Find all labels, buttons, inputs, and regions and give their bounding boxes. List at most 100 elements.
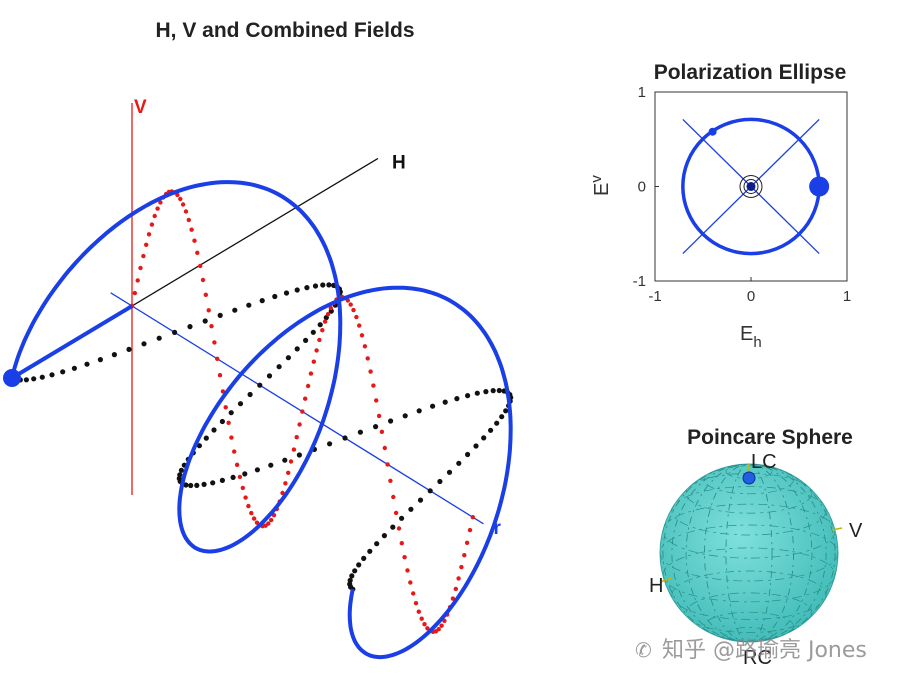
v-field-point [189, 227, 194, 232]
v-field-point [388, 478, 393, 483]
v-field-point [240, 485, 245, 491]
h-field-point [367, 548, 373, 554]
v-field-point [413, 601, 419, 606]
v-field-point [382, 445, 387, 451]
h-field-point [84, 361, 90, 367]
sphere-latitude-line [685, 473, 813, 514]
v-field-point [251, 516, 257, 521]
h-field-point [232, 307, 238, 313]
v-field-point [155, 206, 160, 211]
h-field-point [183, 482, 189, 488]
v-field-point [379, 429, 385, 434]
v-field-point [146, 232, 152, 237]
v-field-point [385, 462, 390, 467]
h-field-point [283, 290, 290, 296]
v-field-point [141, 253, 146, 259]
v-field-point [223, 405, 228, 410]
v-field-point [237, 474, 243, 480]
v-field-point [464, 540, 470, 545]
poincare-sphere-plot: Poincare Sphere LC V H RC [649, 426, 863, 669]
h-field-point [242, 471, 248, 477]
v-field-point [294, 435, 299, 440]
h-field-point [456, 460, 462, 466]
h-field-point [408, 506, 414, 512]
v-axis-label: V [134, 97, 147, 118]
h-field-point [60, 369, 66, 375]
h-field-point [499, 414, 505, 420]
h-field-point [399, 515, 405, 521]
v-field-point [286, 470, 291, 475]
v-field-point [322, 319, 328, 324]
h-field-point [276, 364, 282, 370]
v-field-point [300, 409, 305, 414]
h-field-point [49, 372, 55, 378]
v-field-point [158, 200, 163, 205]
v-field-point [362, 344, 368, 349]
v-field-point [459, 564, 464, 570]
sphere-label-h: H [649, 575, 663, 597]
v-field-point [249, 510, 254, 516]
v-field-point [280, 490, 285, 496]
v-field-point [359, 333, 365, 338]
x-tick-label: 0 [747, 288, 755, 305]
sphere-mesh [660, 464, 838, 642]
v-field-point [138, 265, 143, 271]
sphere-longitude-line [662, 464, 836, 642]
v-field-point [192, 238, 197, 243]
h-field-point [381, 533, 387, 539]
field-tip-marker [809, 176, 830, 197]
v-field-point [453, 586, 458, 592]
v-field-point [178, 196, 183, 202]
h-field-point [490, 388, 496, 394]
v-field-point [229, 435, 234, 440]
v-field-point [328, 305, 333, 311]
h-field-point [187, 324, 193, 330]
fields-plot-title: H, V and Combined Fields [155, 19, 414, 42]
v-field-point [198, 263, 203, 269]
h-field-point [228, 410, 234, 416]
h-field-point [373, 424, 379, 430]
v-field-point [246, 503, 251, 509]
v-field-point [436, 627, 441, 632]
v-field-point [305, 383, 311, 389]
v-field-point [419, 616, 424, 621]
v-field-point [351, 307, 356, 313]
v-field-point [354, 314, 359, 320]
v-field-point [209, 324, 214, 329]
wechat-icon: ✆ [635, 638, 652, 662]
v-field-point [288, 459, 294, 464]
h-field-point [268, 462, 274, 468]
h-field-point [282, 457, 288, 463]
h-field-point [356, 562, 362, 568]
ellipse-xlabel: Eh [740, 323, 762, 351]
v-field-point [232, 449, 237, 454]
v-field-point [203, 292, 208, 297]
v-field-point [425, 626, 430, 631]
v-field-point [399, 541, 404, 546]
h-field-point [97, 357, 103, 363]
h-field-point [488, 427, 494, 433]
sphere-longitude-line [725, 464, 773, 642]
v-field-point [365, 356, 370, 361]
h-field-point [327, 441, 333, 447]
sphere-latitude-line [685, 592, 813, 633]
sphere-latitude-line [704, 611, 794, 641]
h-field-point [473, 443, 479, 449]
h-field-point [266, 373, 273, 379]
r-axis-line [110, 292, 484, 525]
v-field-point [416, 609, 421, 614]
x-tick-label: -1 [648, 288, 661, 305]
h-field-point [237, 401, 244, 407]
v-field-point [269, 517, 274, 523]
combined-field-vector [10, 304, 134, 380]
h-field-point [172, 329, 178, 335]
v-field-point [314, 348, 319, 353]
center-ring-inner [743, 179, 759, 194]
v-field-point [456, 576, 461, 581]
h-field-point [465, 451, 471, 458]
h-field-point [304, 285, 310, 291]
h-field-point [219, 477, 225, 483]
